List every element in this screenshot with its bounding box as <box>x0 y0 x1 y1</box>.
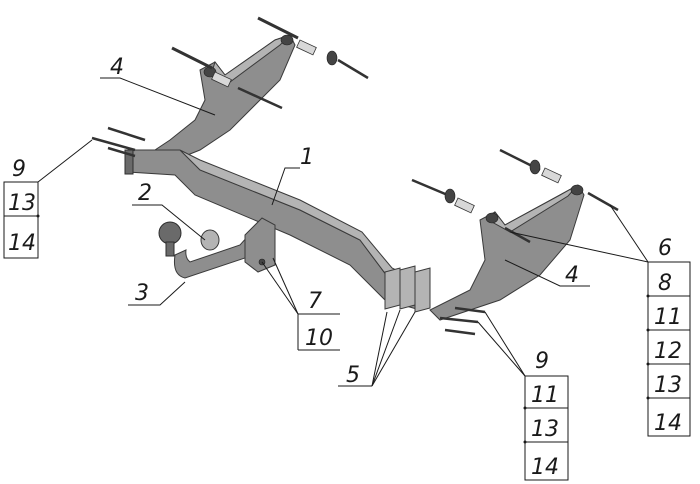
label-3: 3 <box>135 281 149 306</box>
left-stack-3: 14 <box>8 231 36 256</box>
label-2: 2 <box>138 181 152 206</box>
stack-7-10 <box>297 313 340 351</box>
top-bolts <box>171 16 369 110</box>
left-callout-stack: 9 13 14 <box>3 157 40 259</box>
label-4-top: 4 <box>110 55 124 80</box>
bottom-stack-4: 14 <box>531 455 559 480</box>
bottom-stack-1: 9 <box>535 349 549 374</box>
label-5: 5 <box>346 363 360 388</box>
right-stack-5: 13 <box>654 373 682 398</box>
left-bolts <box>91 126 486 336</box>
bottom-stack-2: 11 <box>531 383 559 408</box>
label-4-right: 4 <box>565 263 579 288</box>
right-stack-6: 14 <box>654 411 682 436</box>
label-10: 10 <box>305 326 333 351</box>
leader-lines <box>37 77 649 387</box>
label-7: 7 <box>308 289 322 314</box>
right-stack-2: 8 <box>658 271 672 296</box>
right-bracket <box>429 184 585 321</box>
right-stack-3: 11 <box>654 305 682 330</box>
bottom-callout-stack: 9 11 13 14 <box>523 349 569 481</box>
right-stack-1: 6 <box>658 236 672 261</box>
spacer-plates <box>384 265 431 313</box>
part-labels: 4 1 2 3 4 5 7 10 <box>110 55 579 388</box>
right-stack-4: 12 <box>654 339 682 364</box>
bottom-stack-3: 13 <box>531 417 559 442</box>
label-1: 1 <box>300 145 314 170</box>
left-stack-1: 9 <box>12 157 26 182</box>
left-stack-2: 13 <box>8 191 36 216</box>
right-callout-stack: 6 8 11 12 13 14 <box>646 236 691 437</box>
parts-drawing <box>91 16 619 336</box>
tow-ball <box>158 221 182 245</box>
right-bolts <box>411 148 619 244</box>
